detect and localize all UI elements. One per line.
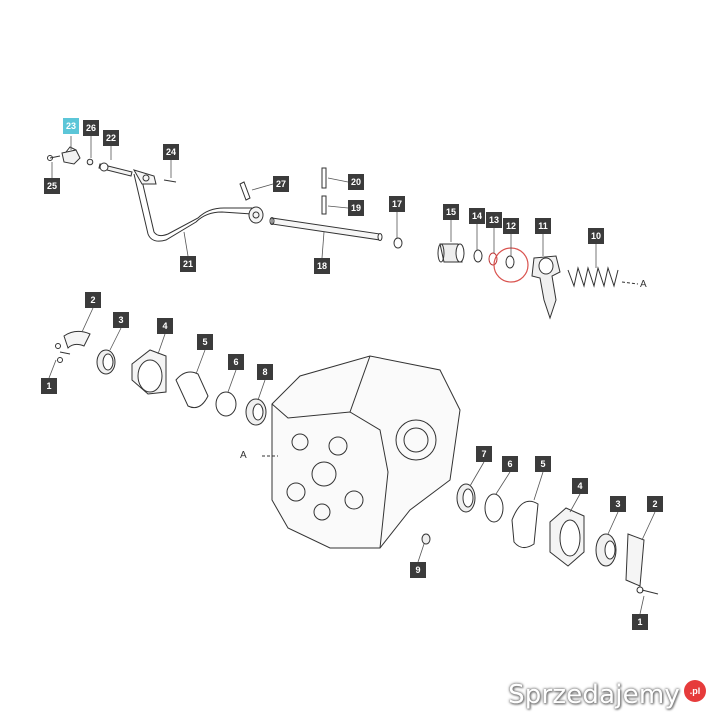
part-5-gasket-left [175, 371, 209, 409]
callout-11[interactable]: 11 [535, 218, 551, 234]
callout-2-right[interactable]: 2 [647, 496, 663, 512]
part-5-gasket-right [511, 500, 539, 548]
callout-4-left[interactable]: 4 [157, 318, 173, 334]
callout-3-left[interactable]: 3 [113, 312, 129, 328]
callout-2-left[interactable]: 2 [85, 292, 101, 308]
part-17-ring [393, 237, 403, 249]
part-18-shaft [269, 217, 383, 241]
part-10-spring [567, 266, 639, 288]
callout-5-right[interactable]: 5 [535, 456, 551, 472]
part-6-oring-left [215, 391, 237, 417]
part-13-ring [488, 252, 498, 266]
part-1-bolt-right [636, 586, 659, 595]
callout-9[interactable]: 9 [410, 562, 426, 578]
reference-letter-a-left: A [240, 450, 247, 461]
part-19-pin [321, 195, 327, 215]
callout-7[interactable]: 7 [476, 446, 492, 462]
callout-23[interactable]: 23 [63, 118, 79, 134]
callout-1-right[interactable]: 1 [632, 614, 648, 630]
part-2-plate-left [63, 330, 91, 349]
callout-18[interactable]: 18 [314, 258, 330, 274]
part-3-bearing-left [96, 349, 116, 375]
part-26-ball [86, 158, 94, 166]
part-11-shift-fork [531, 255, 561, 320]
callout-27[interactable]: 27 [273, 176, 289, 192]
part-8-bearing-left [245, 398, 267, 426]
part-4-housing-left [131, 349, 167, 395]
part-2-plate-right [625, 533, 645, 587]
watermark-badge: .pl [684, 680, 706, 702]
callout-1-left[interactable]: 1 [41, 378, 57, 394]
callout-21[interactable]: 21 [180, 256, 196, 272]
callout-26[interactable]: 26 [83, 120, 99, 136]
callout-13[interactable]: 13 [486, 212, 502, 228]
callout-6-right[interactable]: 6 [502, 456, 518, 472]
watermark: Sprzedajemy .pl [508, 680, 706, 710]
part-22-pin [98, 162, 133, 177]
callout-22[interactable]: 22 [103, 130, 119, 146]
callout-25[interactable]: 25 [44, 178, 60, 194]
part-20-pin [321, 167, 327, 189]
part-6-oring-right [484, 493, 504, 523]
part-1-bolts-left [55, 343, 71, 363]
callout-20[interactable]: 20 [348, 174, 364, 190]
part-27-pin [239, 181, 251, 201]
callout-17[interactable]: 17 [389, 196, 405, 212]
leader-lines [48, 136, 656, 615]
callout-4-right[interactable]: 4 [572, 478, 588, 494]
part-25-screw [47, 155, 61, 161]
transmission-housing [262, 355, 461, 549]
part-3-bearing-right [595, 533, 617, 567]
callout-14[interactable]: 14 [469, 208, 485, 224]
callout-3-right[interactable]: 3 [610, 496, 626, 512]
callout-12[interactable]: 12 [503, 218, 519, 234]
part-9-pin [421, 533, 431, 545]
callout-8[interactable]: 8 [257, 364, 273, 380]
callout-10[interactable]: 10 [588, 228, 604, 244]
watermark-text: Sprzedajemy [508, 680, 680, 710]
part-14-ring [473, 249, 483, 263]
part-21-shift-rod [132, 169, 264, 242]
part-24-pin [163, 179, 177, 183]
callout-6-left[interactable]: 6 [228, 354, 244, 370]
part-4-housing-right [549, 507, 585, 567]
part-12-ring [505, 255, 515, 269]
part-15-sleeve [437, 243, 465, 263]
callout-15[interactable]: 15 [443, 204, 459, 220]
callout-5-left[interactable]: 5 [197, 334, 213, 350]
callout-24[interactable]: 24 [163, 144, 179, 160]
reference-letter-a-right: A [640, 279, 647, 290]
part-7-bearing-right [456, 483, 476, 513]
part-23-bracket [61, 146, 81, 165]
callout-19[interactable]: 19 [348, 200, 364, 216]
